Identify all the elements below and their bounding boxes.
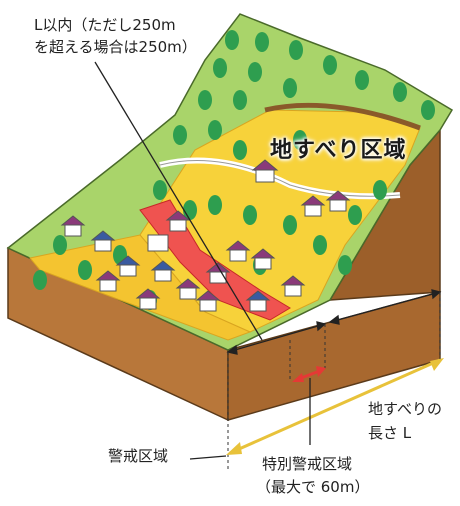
special-zone-label-line1: 特別警戒区域	[262, 455, 353, 473]
slide-length-label-line2: 長さ L	[368, 424, 412, 442]
guide-lines	[227, 292, 441, 470]
warning-zone-arrow	[226, 358, 444, 455]
special-zone-label-line2: （最大で 60m）	[256, 478, 370, 496]
warning-zone-leader	[189, 455, 227, 460]
warning-zone-label: 警戒区域	[108, 447, 169, 465]
slide-length-label-line1: 地すべりの	[368, 400, 442, 418]
limit-leader-line	[94, 61, 263, 341]
landslide-zone-title: 地すべり区域	[270, 138, 407, 163]
houses	[60, 159, 351, 312]
trees	[33, 30, 435, 310]
limit-label-line2: を超える場合は250m）	[34, 38, 197, 56]
dimension-lines	[226, 289, 442, 355]
landslide-scarp	[264, 102, 421, 131]
special-zone-arrow	[292, 366, 326, 382]
limit-label-line1: L以内（ただし250m	[34, 16, 176, 34]
